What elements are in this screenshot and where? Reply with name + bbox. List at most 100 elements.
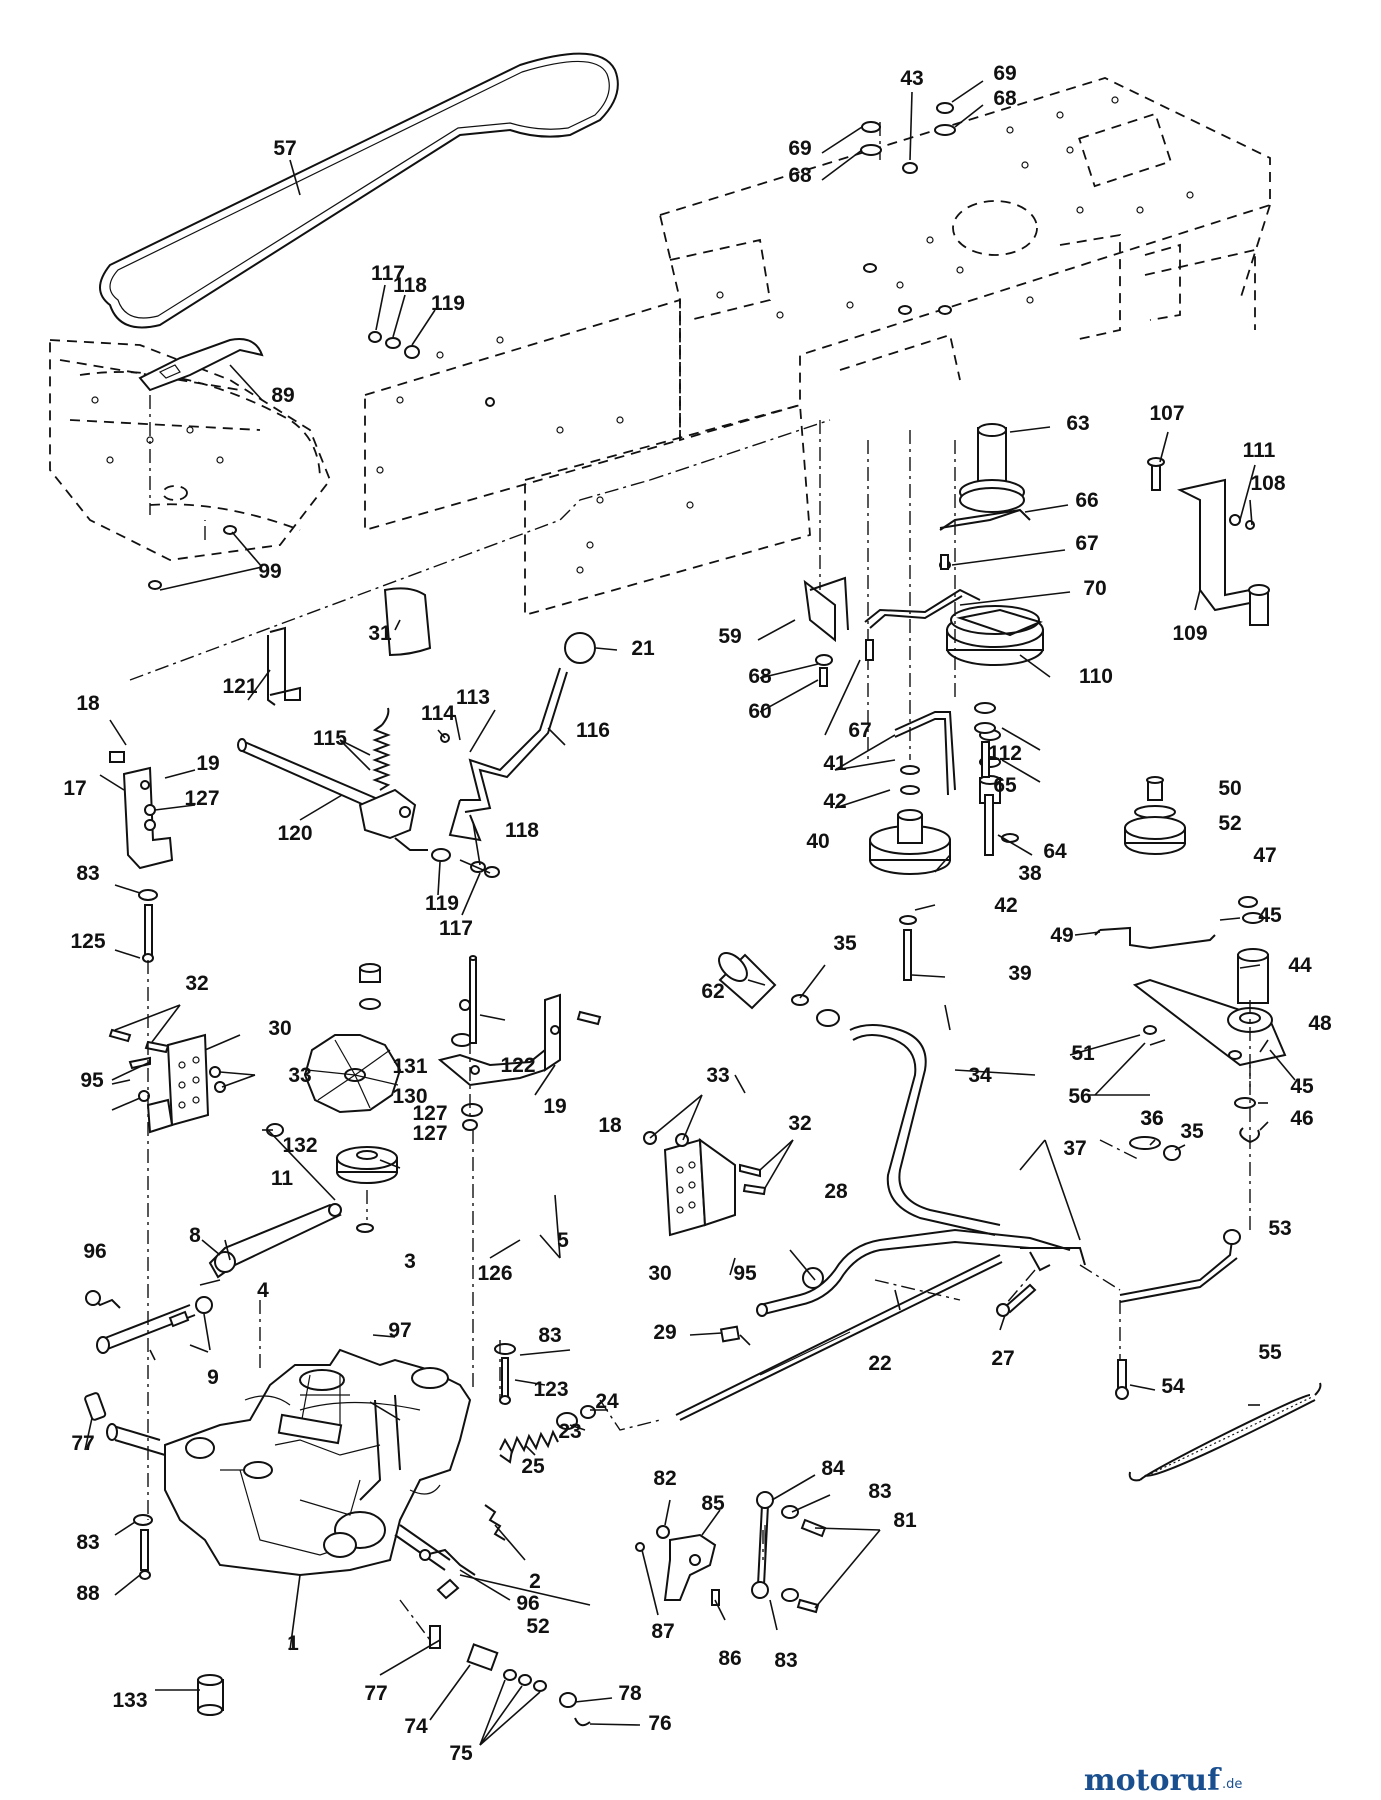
part-number-label: 38	[1018, 862, 1042, 885]
leader-lines	[84, 80, 1296, 1746]
part-number-label: 130	[392, 1085, 427, 1108]
part-number-label: 75	[449, 1742, 473, 1765]
linkage-assembly	[635, 1491, 827, 1614]
part-number-label: 89	[271, 384, 294, 407]
part-number-label: 53	[1268, 1217, 1291, 1240]
part-number-label: 68	[748, 665, 772, 688]
part-number-label: 69	[993, 62, 1016, 85]
part-number-label: 48	[1308, 1012, 1332, 1035]
part-number-label: 116	[576, 719, 610, 742]
part-number-label: 43	[900, 67, 923, 90]
part-number-label: 120	[277, 822, 312, 845]
part-number-label: 42	[994, 894, 1017, 917]
part-number-label: 1	[287, 1632, 299, 1655]
part-number-label: 108	[1250, 472, 1285, 495]
part-number-label: 66	[1075, 489, 1098, 512]
part-number-label: 30	[648, 1262, 671, 1285]
part-number-label: 123	[533, 1378, 568, 1401]
part-number-label: 47	[1253, 844, 1276, 867]
part-number-label: 74	[404, 1715, 428, 1738]
right-bracket	[1147, 457, 1270, 626]
part-number-label: 97	[388, 1319, 411, 1342]
part-number-label: 86	[718, 1647, 741, 1670]
part-number-label: 132	[282, 1134, 317, 1157]
small-hardware-left	[84, 1392, 224, 1716]
part-number-label: 52	[1218, 812, 1241, 835]
part-number-label: 118	[505, 819, 539, 842]
frame-holes	[91, 96, 1194, 574]
part-number-label: 118	[393, 274, 427, 297]
part-number-label: 21	[631, 637, 655, 660]
part-number-label: 4	[257, 1279, 269, 1302]
part-number-label: 121	[222, 675, 257, 698]
part-number-label: 113	[456, 686, 490, 709]
part-number-label: 125	[70, 930, 105, 953]
part-number-label: 9	[207, 1366, 219, 1389]
part-number-label: 2	[529, 1570, 541, 1593]
part-number-label: 83	[774, 1649, 797, 1672]
part-number-label: 34	[968, 1064, 992, 1087]
transaxle	[106, 1348, 472, 1577]
part-number-label: 78	[618, 1682, 642, 1705]
part-number-label: 39	[1008, 962, 1031, 985]
part-number-label: 3	[404, 1250, 416, 1273]
part-number-label: 110	[1079, 665, 1113, 688]
part-number-label: 17	[63, 777, 86, 800]
part-number-label: 28	[824, 1180, 848, 1203]
part-number-label: 84	[821, 1457, 845, 1480]
part-number-label: 40	[806, 830, 829, 853]
part-number-label: 54	[1161, 1375, 1185, 1398]
part-number-label: 56	[1068, 1085, 1091, 1108]
watermark-suffix: .de	[1222, 1777, 1242, 1792]
part-number-label: 37	[1063, 1137, 1086, 1160]
part-number-label: 65	[993, 774, 1017, 797]
part-number-label: 82	[653, 1467, 676, 1490]
part-number-label: 18	[76, 692, 100, 715]
part-number-label: 114	[421, 702, 455, 725]
part-number-label: 83	[868, 1480, 891, 1503]
arm-8	[85, 1123, 342, 1354]
part-number-label: 67	[848, 719, 871, 742]
bracket-30-left	[108, 1028, 226, 1134]
part-number-label: 31	[368, 622, 392, 645]
part-number-label: 81	[893, 1509, 917, 1532]
input-pulley	[336, 1146, 398, 1233]
part-number-label: 42	[823, 790, 846, 813]
part-number-label: 36	[1140, 1107, 1163, 1130]
part-number-label: 107	[1149, 402, 1184, 425]
part-number-label: 117	[439, 917, 473, 940]
part-number-label: 83	[76, 1531, 99, 1554]
part-number-label: 24	[595, 1390, 619, 1413]
part-number-label: 76	[648, 1712, 671, 1735]
construction-lines	[129, 122, 1251, 1641]
part-number-label: 33	[706, 1064, 729, 1087]
part-number-label: 127	[184, 787, 219, 810]
part-number-label: 63	[1066, 412, 1089, 435]
part-number-label: 35	[833, 932, 857, 955]
pedal-shaft	[718, 952, 1181, 1236]
part-number-label: 19	[543, 1095, 566, 1118]
part-number-label: 23	[558, 1420, 581, 1443]
watermark-logo: motoruf .de	[1084, 1763, 1243, 1798]
part-number-label: 69	[788, 137, 811, 160]
spring-25	[419, 1343, 596, 1576]
part-number-label: 30	[268, 1017, 291, 1040]
part-number-label: 119	[431, 292, 465, 315]
part-number-label: 22	[868, 1352, 891, 1375]
part-number-label: 117	[371, 262, 405, 285]
pulley-47	[1124, 776, 1186, 855]
part-number-label: 95	[80, 1069, 104, 1092]
part-number-label: 96	[83, 1240, 106, 1263]
part-number-label: 68	[993, 87, 1017, 110]
bracket-49	[1094, 926, 1216, 950]
part-number-label: 95	[733, 1262, 757, 1285]
bolt-54	[1115, 1359, 1129, 1400]
part-number-label: 133	[112, 1689, 147, 1712]
part-number-label: 29	[653, 1321, 676, 1344]
part-number-label: 115	[313, 727, 347, 750]
part-number-label: 109	[1172, 622, 1207, 645]
part-number-label: 88	[76, 1582, 100, 1605]
left-bracket-17	[109, 751, 174, 963]
part-number-label: 119	[425, 892, 459, 915]
